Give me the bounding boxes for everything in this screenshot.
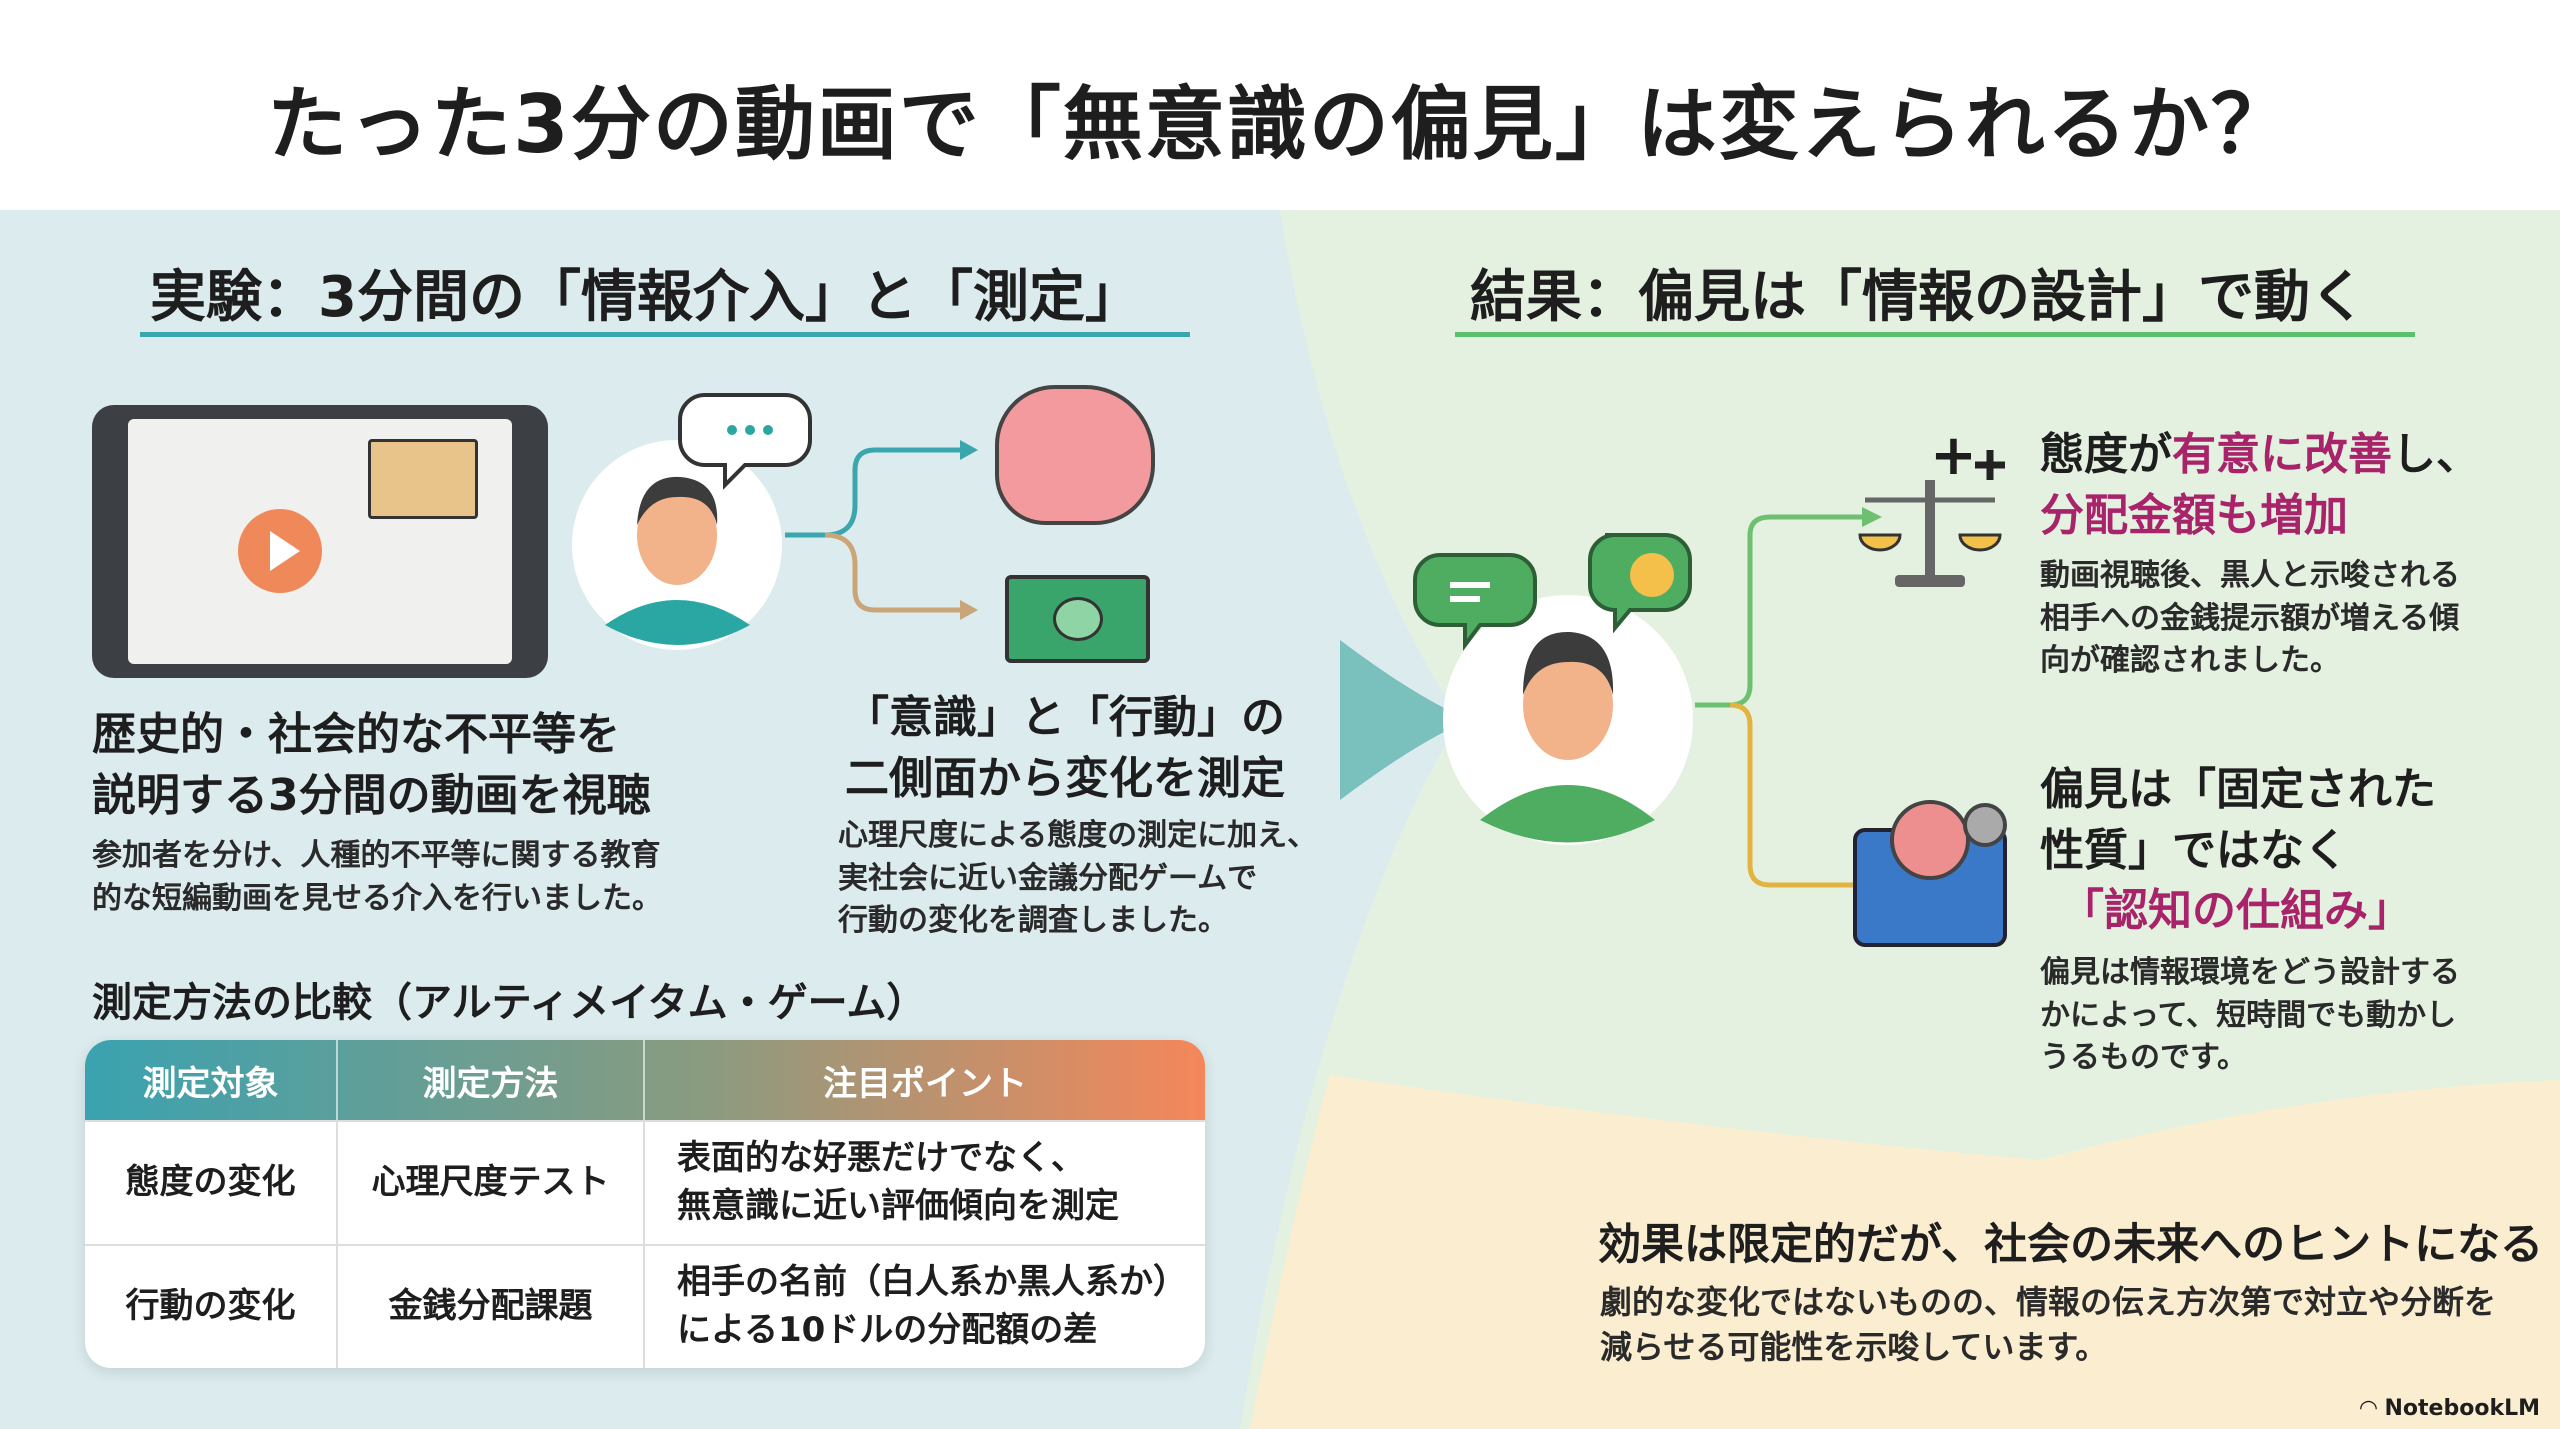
text-line: 相手の名前（白人系か黒人系か） — [677, 1262, 1187, 1303]
text-line: 相手への金銭提示額が増える傾 — [2040, 600, 2460, 636]
left-heading: 実験：3分間の「情報介入」と「測定」 — [150, 265, 1141, 330]
table-row: 態度の変化心理尺度テスト表面的な好悪だけでなく、無意識に近い評価傾向を測定 — [85, 1120, 1205, 1244]
text-line: 実社会に近い金議分配ゲームで — [838, 860, 1258, 896]
comparison-table: 測定対象測定方法 注目ポイント 態度の変化心理尺度テスト表面的な好悪だけでなく、無… — [85, 1040, 1205, 1368]
text-line: 表面的な好悪だけでなく、 — [677, 1138, 1085, 1179]
text-line: 態度が有意に改善し、 — [2040, 429, 2480, 480]
text-line: 偏見は情報環境をどう設計する — [2040, 955, 2460, 990]
text-line: 的な短編動画を見せる介入を行いました。 — [92, 880, 662, 916]
cell: 行動の変化 — [85, 1244, 338, 1368]
text-line: 減らせる可能性を示唆しています。 — [1600, 1328, 2108, 1367]
text-line: 偏見は「固定された — [2040, 764, 2436, 815]
table-row: 行動の変化金銭分配課題相手の名前（白人系か黒人系か） による10ドルの分配額の差 — [85, 1244, 1205, 1368]
bottom-title: 効果は限定的だが、社会の未来へのヒントになる — [1598, 1220, 2544, 1270]
right-heading-underline — [1455, 332, 2415, 337]
cell: 表面的な好悪だけでなく、無意識に近い評価傾向を測定 — [645, 1120, 1205, 1244]
cell: 相手の名前（白人系か黒人系か） による10ドルの分配額の差 — [645, 1244, 1205, 1368]
header-cell: 測定対象 — [85, 1040, 338, 1120]
header-cell: 測定方法 — [338, 1040, 645, 1120]
text-line: による10ドルの分配額の差 — [677, 1310, 1098, 1350]
video-tablet-icon — [92, 405, 548, 678]
measure-block-title: 「意識」と「行動」の 二側面から変化を測定 — [830, 688, 1300, 809]
text-line: 分配金額も増加 — [2040, 489, 2348, 541]
text-line: 二側面から変化を測定 — [845, 752, 1285, 804]
measure-block-desc: 心理尺度による態度の測定に加え、 実社会に近い金議分配ゲームで 行動の変化を調査… — [838, 815, 1317, 943]
text-line: 心理尺度による態度の測定に加え、 — [838, 818, 1318, 853]
cell: 心理尺度テスト — [338, 1120, 645, 1244]
text-line: 向が確認されました。 — [2040, 643, 2340, 679]
document-icon — [368, 439, 478, 519]
table-title: 測定方法の比較（アルティメイタム・ゲーム） — [92, 980, 927, 1026]
page-title: たった3分の動画で「無意識の偏見」は変えられるか？ — [267, 78, 2293, 171]
brain-scale-icon — [995, 385, 1155, 525]
text-line: 行動の変化を調査しました。 — [838, 903, 1228, 939]
left-heading-underline — [140, 332, 1190, 337]
result2-title: 偏見は「固定された 性質」ではなく 「認知の仕組み」 — [2040, 760, 2436, 942]
text-line: うるものです。 — [2040, 1040, 2247, 1076]
brain-blueprint-icon — [1853, 800, 2007, 947]
text-line: 無意識に近い評価傾向を測定 — [677, 1186, 1119, 1226]
play-button-icon — [238, 509, 322, 593]
text-line: かによって、短時間でも動かし — [2040, 997, 2457, 1033]
text-line: 「意識」と「行動」の — [845, 692, 1285, 743]
cell: 金銭分配課題 — [338, 1244, 645, 1368]
result1-title: 態度が有意に改善し、 分配金額も増加 — [2040, 425, 2540, 546]
result-branch-arrows — [1695, 507, 1882, 895]
right-heading: 結果：偏見は「情報の設計」で動く — [1470, 265, 2366, 330]
text-line: 性質」ではなく — [2040, 824, 2348, 876]
branch-arrows — [785, 440, 978, 620]
flow-arrow — [1340, 640, 1470, 800]
text-line: 説明する3分間の動画を視聴 — [92, 769, 651, 821]
footer-text: NotebookLM — [2384, 1396, 2540, 1421]
video-block-desc: 参加者を分け、人種的不平等に関する教育 的な短編動画を見せる介入を行いました。 — [92, 835, 662, 920]
text-line: 歴史的・社会的な不平等を — [92, 709, 620, 760]
scale-icon — [1858, 450, 2005, 587]
cell: 態度の変化 — [85, 1120, 338, 1244]
person-with-bubbles-icon — [1413, 533, 1693, 845]
result1-desc: 動画視聴後、黒人と示唆される 相手への金銭提示額が増える傾 向が確認されました。 — [2040, 555, 2460, 683]
text-line: 参加者を分け、人種的不平等に関する教育 — [92, 838, 661, 873]
text-line: 劇的な変化ではないものの、情報の伝え方次第で対立や分断を — [1600, 1283, 2497, 1321]
text-line: 「認知の仕組み」 — [2060, 885, 2412, 937]
bottom-desc: 劇的な変化ではないものの、情報の伝え方次第で対立や分断を 減らせる可能性を示唆し… — [1600, 1280, 2496, 1371]
plus-icon: + — [1930, 423, 1977, 488]
result2-desc: 偏見は情報環境をどう設計する かによって、短時間でも動かし うるものです。 — [2040, 952, 2460, 1080]
header-cell: 注目ポイント — [823, 1063, 1027, 1104]
money-icon — [1005, 575, 1150, 663]
text-line: 動画視聴後、黒人と示唆される — [2040, 558, 2460, 593]
notebooklm-logo: ◠ NotebookLM — [2359, 1396, 2540, 1421]
video-block-title: 歴史的・社会的な不平等を 説明する3分間の動画を視聴 — [92, 705, 651, 826]
person-icon — [572, 393, 812, 650]
